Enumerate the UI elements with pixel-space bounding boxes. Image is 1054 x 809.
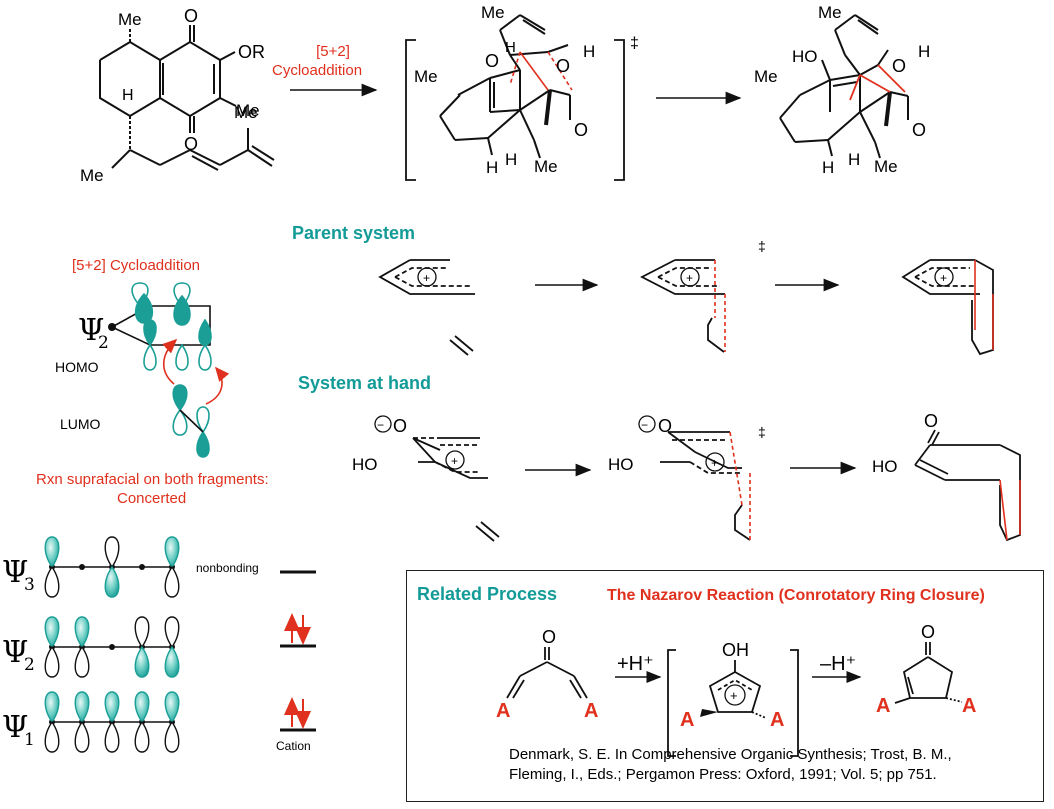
- parent-new-bonds: [714, 260, 994, 352]
- reference-line2: Fleming, I., Eds.; Pergamon Press: Oxfor…: [509, 766, 937, 783]
- nazarov-a-2: A: [584, 700, 598, 722]
- mo-diagram: [44, 536, 316, 753]
- nazarov-oh: OH: [722, 640, 749, 660]
- sm-me-side: Me: [80, 166, 104, 185]
- psi2-level-symbol: Ψ: [2, 635, 28, 670]
- ts-me-bottom: Me: [534, 157, 558, 176]
- parent-plus-1: +: [423, 271, 430, 285]
- ts-o-right: O: [556, 56, 570, 76]
- hand-plus-1: +: [451, 454, 458, 468]
- cycloaddition-label-line2: Cycloaddition: [272, 62, 363, 79]
- psi2-level-subscript: 2: [24, 655, 35, 675]
- nazarov-subtitle: The Nazarov Reaction (Conrotatory Ring C…: [607, 587, 985, 604]
- hand-o-1: O: [393, 416, 407, 436]
- hand-minus-1: −: [377, 418, 384, 432]
- hand-ho-2: HO: [608, 455, 634, 474]
- parent-ts-dagger: ‡: [758, 238, 766, 254]
- nazarov-o-1: O: [542, 627, 556, 647]
- nazarov-scheme: [506, 642, 963, 757]
- related-process-box: Related Process The Nazarov Reaction (Co…: [406, 570, 1044, 802]
- system-at-hand-scheme: [374, 415, 1021, 542]
- ts-me-left: Me: [414, 67, 438, 86]
- hand-plus-2: +: [711, 456, 718, 470]
- hand-ho-3: HO: [872, 457, 898, 476]
- starting-material-structure: [99, 25, 275, 171]
- transition-state-structure: [439, 14, 571, 159]
- product-h-right: H: [918, 42, 930, 61]
- nazarov-o-3: O: [921, 622, 935, 642]
- rxn-note-line2: Concerted: [117, 490, 187, 507]
- transition-state-bracket: [405, 39, 625, 181]
- product-structure: [779, 14, 909, 159]
- parent-system-title: Parent system: [292, 223, 416, 243]
- sm-me-ring: Me: [234, 103, 258, 122]
- product-h-bottom2: H: [848, 150, 860, 169]
- ts-double-dagger: ‡: [630, 35, 639, 52]
- nazarov-a-1: A: [496, 700, 510, 722]
- sm-oxo-bottom: O: [184, 134, 198, 154]
- psi2-node-dot: [108, 323, 116, 331]
- ts-h-left: H: [505, 39, 516, 56]
- nazarov-plus: +: [730, 688, 738, 703]
- product-ho: HO: [792, 47, 818, 66]
- parent-system-scheme: [378, 259, 994, 356]
- sm-me-chain: Me: [236, 101, 260, 120]
- ts-h-right: H: [583, 42, 595, 61]
- nazarov-a-5: A: [876, 695, 890, 717]
- hand-o-2: O: [658, 416, 672, 436]
- sm-oxo-top: O: [184, 6, 198, 26]
- product-me-bottom: Me: [874, 157, 898, 176]
- nazarov-step1: +H⁺: [617, 653, 654, 675]
- product-me-top: Me: [818, 3, 842, 22]
- ts-oxo-left: O: [485, 51, 499, 71]
- psi3-symbol: Ψ: [2, 555, 28, 590]
- nazarov-a-6: A: [962, 695, 976, 717]
- reference-line1: Denmark, S. E. In Comprehensive Organic …: [509, 746, 952, 763]
- cation-label: Cation: [276, 739, 311, 753]
- hand-minus-2: −: [641, 418, 648, 432]
- psi1-subscript: 1: [24, 730, 35, 750]
- psi2-subscript: 2: [98, 333, 109, 353]
- nazarov-a-3: A: [680, 709, 694, 731]
- psi1-symbol: Ψ: [2, 710, 28, 745]
- hand-ts-dagger: ‡: [758, 424, 766, 440]
- ts-me-top: Me: [481, 3, 505, 22]
- product-ketone-o: O: [912, 120, 926, 140]
- cycloaddition-label-line1: [5+2]: [316, 43, 350, 60]
- psi2-symbol: Ψ: [78, 313, 104, 348]
- homo-label: HOMO: [55, 359, 99, 375]
- ts-h-bottom: H: [486, 158, 498, 177]
- hand-new-bonds: [729, 431, 1021, 541]
- sm-or-label: OR: [238, 42, 265, 62]
- sm-h-junction: H: [122, 87, 134, 104]
- parent-plus-3: +: [940, 271, 947, 285]
- parent-plus-2: +: [686, 271, 693, 285]
- nazarov-step2: –H⁺: [820, 653, 856, 675]
- hand-o-3: O: [924, 411, 938, 431]
- hand-ho-1: HO: [352, 455, 378, 474]
- product-h-bottom: H: [822, 158, 834, 177]
- ts-ketone-o: O: [574, 120, 588, 140]
- ts-forming-bonds: [509, 51, 573, 91]
- product-o-bridge: O: [892, 56, 906, 76]
- product-me-left: Me: [754, 67, 778, 86]
- nonbonding-label: nonbonding: [196, 561, 259, 575]
- orbital-panel-title: [5+2] Cycloaddition: [72, 257, 200, 274]
- orbital-panel: [108, 282, 230, 458]
- product-new-bonds: [849, 64, 906, 101]
- lumo-label: LUMO: [60, 416, 101, 432]
- ts-h-bottom2: H: [505, 150, 517, 169]
- psi3-subscript: 3: [24, 575, 35, 595]
- nazarov-a-4: A: [770, 709, 784, 731]
- sm-me-top: Me: [118, 10, 142, 29]
- rxn-note-line1: Rxn suprafacial on both fragments:: [36, 471, 269, 488]
- system-at-hand-title: System at hand: [298, 373, 432, 393]
- related-process-title: Related Process: [417, 584, 558, 604]
